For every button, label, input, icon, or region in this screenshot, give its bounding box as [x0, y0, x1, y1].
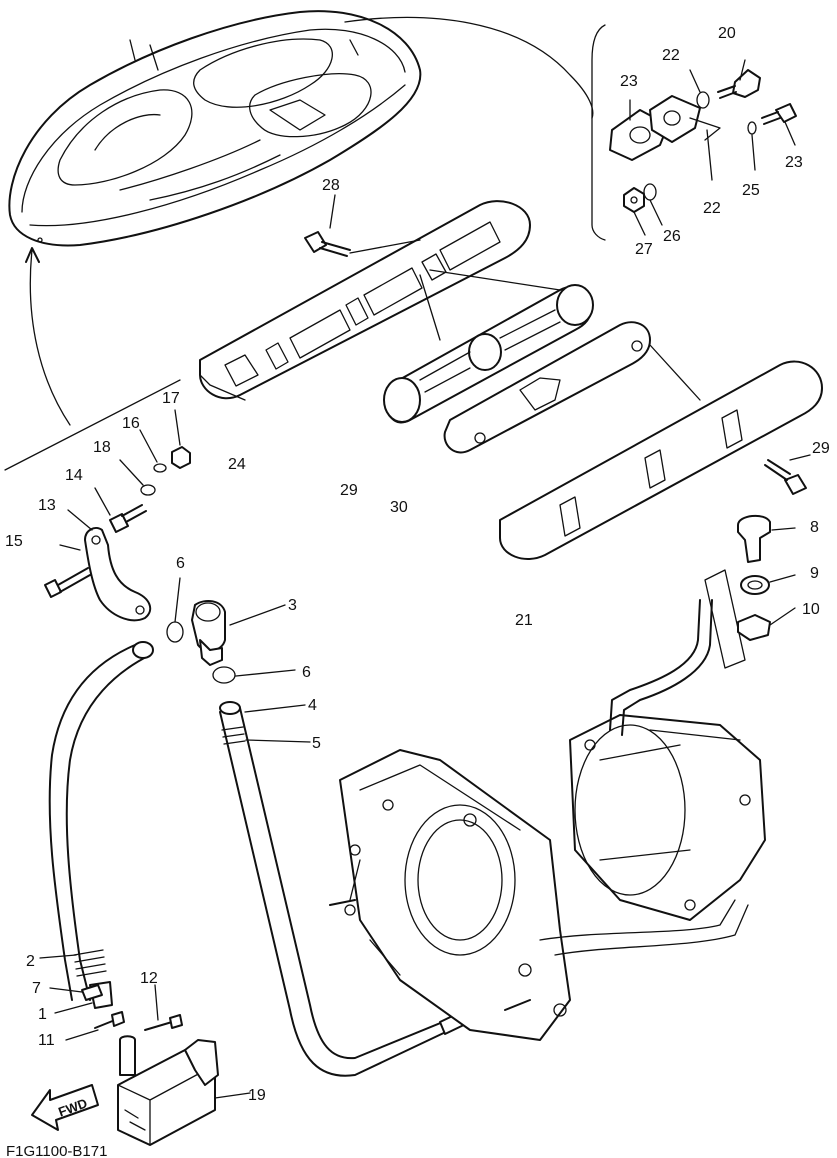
valve-assembly-3	[166, 577, 296, 684]
arrow-head	[25, 247, 40, 263]
callout-10: 10	[802, 601, 820, 618]
component-box-11	[117, 1035, 251, 1146]
callout-3: 3	[288, 597, 297, 614]
callout-1: 1	[38, 1006, 47, 1023]
callout-13: 11	[38, 1032, 55, 1049]
callout-6-upper: 6	[176, 555, 185, 572]
callout-30: 27	[635, 241, 653, 258]
fitting-12	[144, 984, 183, 1031]
grille-bar-22-upper	[383, 269, 594, 424]
callout-12: 12	[140, 970, 158, 987]
callout-26: 22	[662, 47, 680, 64]
callout-17: 16	[122, 415, 140, 432]
callout-2: 2	[26, 953, 35, 970]
callout-labels: 20 22 23 23 25 22 26 27 28 29 24 29 30 2…	[5, 25, 830, 1104]
callout-23-lower: 29	[812, 440, 830, 457]
hull-to-drain-leader	[344, 16, 594, 119]
callout-29-right: 25	[742, 182, 760, 199]
pump-housing	[329, 749, 749, 1041]
callout-23-upper: 28	[322, 177, 340, 194]
callout-18: 17	[162, 390, 180, 407]
callout-19: 18	[93, 439, 111, 456]
callout-21: 24	[228, 456, 246, 473]
callout-11: 19	[248, 1087, 266, 1104]
side-plate-20	[499, 360, 823, 560]
callout-27: 23	[620, 73, 638, 90]
plug-assembly	[737, 514, 796, 641]
hull-to-bracket-arrow	[29, 249, 71, 426]
callout-16: 15	[5, 533, 23, 550]
callout-15: 14	[65, 467, 83, 484]
bracket-bar-22-lower	[443, 321, 701, 454]
hose-2	[39, 641, 154, 1009]
callout-28: 23	[785, 154, 803, 171]
callout-4: 4	[308, 697, 317, 714]
callout-22-lower: 30	[390, 499, 408, 516]
bracket-group	[4, 379, 191, 622]
callout-9: 9	[810, 565, 819, 582]
callout-25: 20	[718, 25, 736, 42]
drawing-code: F1G1100-B171	[6, 1143, 107, 1158]
callout-24: 22	[703, 200, 721, 217]
callout-7: 7	[32, 980, 41, 997]
callout-29-left: 26	[663, 228, 681, 245]
callout-22-upper: 29	[340, 482, 358, 499]
callout-20: 21	[515, 612, 533, 629]
callout-14: 13	[38, 497, 56, 514]
forward-direction-arrow: FWD	[31, 1084, 99, 1131]
fitting-13	[65, 1011, 125, 1041]
bolt-23-upper	[304, 194, 421, 257]
drain-tube	[609, 569, 746, 736]
clip-7	[49, 984, 103, 1014]
drain-plug-group	[591, 24, 797, 241]
watercraft-hull	[8, 10, 422, 247]
bolt-23-lower	[764, 454, 811, 495]
callout-5: 5	[312, 735, 321, 752]
jet-nozzle	[569, 714, 766, 921]
callout-8: 8	[810, 519, 819, 536]
callout-6-lower: 6	[302, 664, 311, 681]
